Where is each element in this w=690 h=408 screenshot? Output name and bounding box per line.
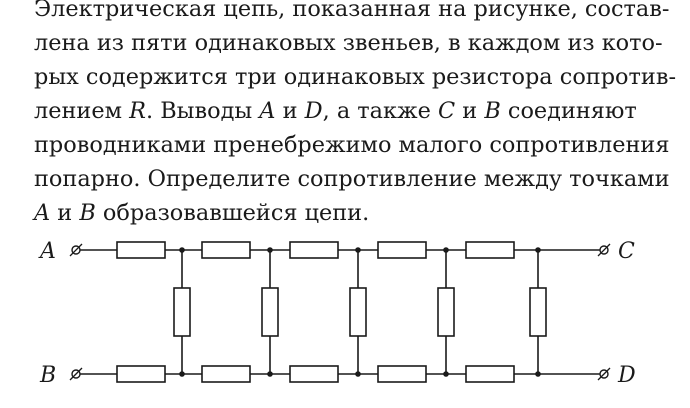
problem-line-4: лением R. Выводы A и D, а также C и B со… — [34, 94, 654, 128]
series-resistor-bottom — [377, 365, 427, 383]
symbol-a: A — [259, 98, 276, 124]
junction-node-bottom — [267, 371, 273, 377]
shunt-resistor — [529, 287, 547, 337]
shunt-resistor — [261, 287, 279, 337]
text-fragment: и — [50, 200, 80, 226]
problem-line-1: Электрическая цепь, показанная на рисунк… — [34, 0, 670, 22]
ladder-circuit-diagram: A B C D — [38, 239, 636, 388]
circuit-wires — [76, 249, 604, 375]
text-fragment: и — [275, 98, 305, 124]
symbol-r: R — [129, 98, 146, 124]
terminal-label-c: C — [618, 239, 635, 264]
junction-node-top — [355, 247, 361, 253]
junction-node-top — [443, 247, 449, 253]
terminal-d-slash-icon — [597, 367, 611, 381]
problem-line-7: A и B образовавшейся цепи. — [34, 196, 654, 230]
junction-node-top — [267, 247, 273, 253]
junction-node-bottom — [355, 371, 361, 377]
series-resistor-top — [465, 241, 515, 259]
problem-text: Электрическая цепь, показанная на рисунк… — [34, 0, 677, 230]
terminal-a-slash-icon — [69, 243, 83, 257]
problem-line-5: проводниками пренебрежимо малого сопроти… — [34, 132, 670, 158]
terminal-label-b: B — [39, 363, 56, 388]
text-fragment: . Выводы — [145, 98, 260, 124]
series-resistor-bottom — [289, 365, 339, 383]
series-resistor-top — [116, 241, 166, 259]
shunt-resistor — [437, 287, 455, 337]
symbol-b: B — [484, 98, 501, 124]
series-resistor-top — [201, 241, 251, 259]
symbol-d: D — [304, 98, 323, 124]
problem-line-3: рых содержится три одинаковых резистора … — [34, 64, 677, 90]
circuit-junction-nodes — [179, 247, 541, 377]
junction-node-top — [535, 247, 541, 253]
terminal-b-slash-icon — [69, 367, 83, 381]
circuit-terminals — [69, 243, 611, 381]
shunt-resistor — [173, 287, 191, 337]
series-resistor-bottom — [201, 365, 251, 383]
symbol-a: A — [34, 200, 51, 226]
problem-line-6: попарно. Определите сопротивление между … — [34, 166, 670, 192]
junction-node-top — [179, 247, 185, 253]
symbol-b: B — [79, 200, 96, 226]
text-fragment: соединяют — [500, 98, 637, 124]
series-resistor-top — [377, 241, 427, 259]
text-fragment: и — [455, 98, 485, 124]
symbol-c: C — [438, 98, 456, 124]
terminal-c-slash-icon — [597, 243, 611, 257]
text-fragment: лением — [34, 98, 130, 124]
series-resistor-bottom — [465, 365, 515, 383]
shunt-resistor — [349, 287, 367, 337]
junction-node-bottom — [535, 371, 541, 377]
text-fragment: , а также — [322, 98, 438, 124]
terminal-label-a: A — [38, 239, 56, 264]
terminal-label-d: D — [617, 363, 636, 388]
circuit-resistors — [116, 241, 547, 383]
text-fragment: образовавшейся цепи. — [95, 200, 370, 226]
junction-node-bottom — [179, 371, 185, 377]
series-resistor-bottom — [116, 365, 166, 383]
problem-line-2: лена из пяти одинаковых звеньев, в каждо… — [34, 30, 663, 56]
junction-node-bottom — [443, 371, 449, 377]
series-resistor-top — [289, 241, 339, 259]
